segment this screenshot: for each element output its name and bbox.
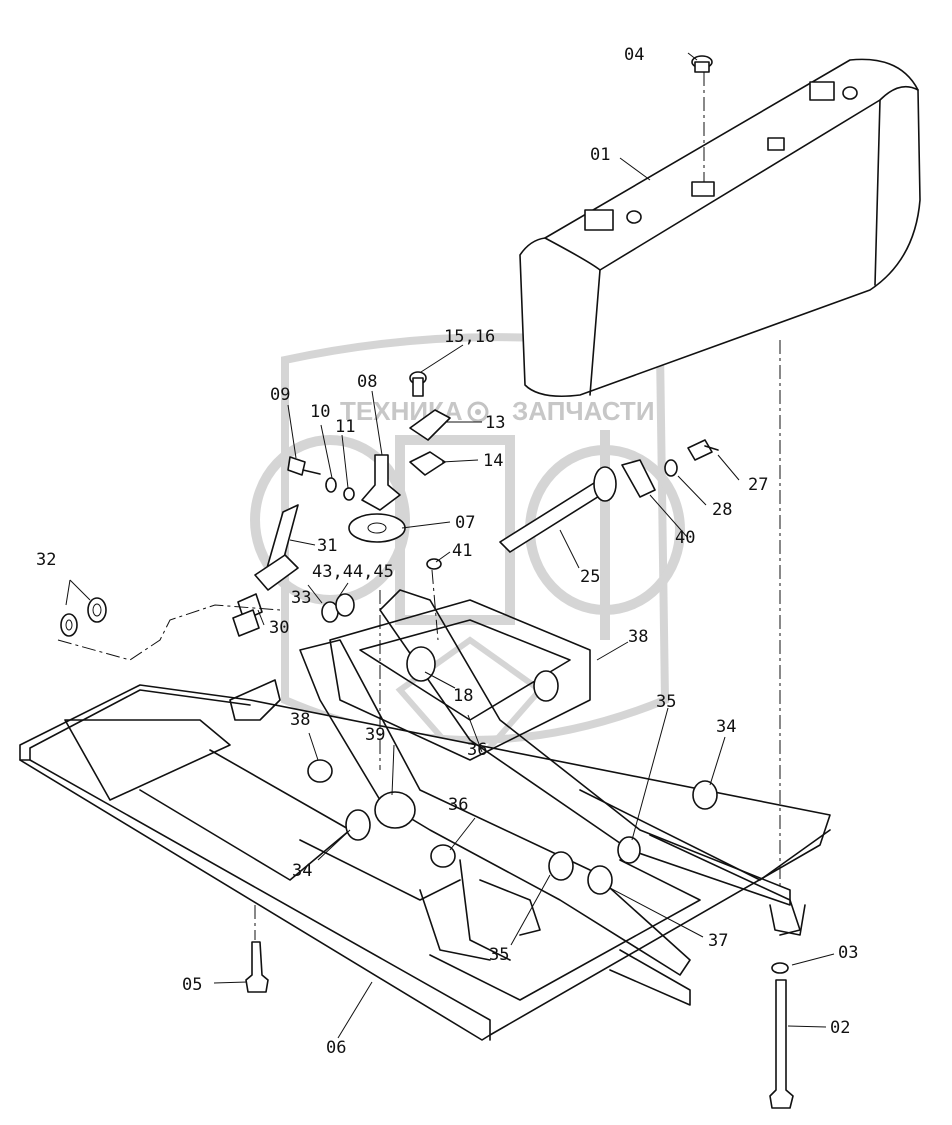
callout-28: 28 — [712, 500, 732, 520]
cap-plug — [691, 55, 713, 73]
callout-18: 18 — [453, 686, 473, 706]
callout-35-right: 35 — [656, 692, 676, 712]
callout-01: 01 — [590, 145, 610, 165]
callout-07: 07 — [455, 513, 475, 533]
callout-25: 25 — [580, 567, 600, 587]
callout-14: 14 — [483, 451, 503, 471]
callout-27: 27 — [748, 475, 768, 495]
callout-31: 31 — [317, 536, 337, 556]
callout-04: 04 — [624, 45, 644, 65]
lifting-lug-right — [809, 81, 835, 101]
callout-37: 37 — [708, 931, 728, 951]
small-parts — [60, 371, 794, 1109]
callout-33: 33 — [291, 588, 311, 608]
leader-lines — [65, 52, 835, 1039]
callout-36-upper: 36 — [467, 740, 487, 760]
callout-10: 10 — [310, 402, 330, 422]
callout-15-16: 15,16 — [444, 327, 495, 347]
callout-34-right: 34 — [716, 717, 736, 737]
watermark-right-text: ЗАПЧАСТИ — [512, 396, 655, 426]
callout-30: 30 — [269, 618, 289, 638]
callout-02: 02 — [830, 1018, 850, 1038]
callout-36-lower: 36 — [448, 795, 468, 815]
callout-06: 06 — [326, 1038, 346, 1058]
cap-seat — [691, 181, 715, 197]
callout-38-lower: 38 — [290, 710, 310, 730]
callout-11: 11 — [335, 417, 355, 437]
callout-41: 41 — [452, 541, 472, 561]
callout-09: 09 — [270, 385, 290, 405]
callout-40: 40 — [675, 528, 695, 548]
callout-39: 39 — [365, 725, 385, 745]
callout-34-left: 34 — [292, 861, 312, 881]
lower-frame — [19, 589, 831, 1041]
lifting-lug-left — [584, 209, 614, 231]
counterweight — [519, 58, 921, 398]
callout-32: 32 — [36, 550, 56, 570]
callout-35-left: 35 — [489, 945, 509, 965]
callout-05: 05 — [182, 975, 202, 995]
callout-labels: 04 01 15,16 08 09 10 11 13 14 07 31 41 4… — [36, 45, 858, 1058]
callout-38-upper: 38 — [628, 627, 648, 647]
callout-08: 08 — [357, 372, 377, 392]
callout-13: 13 — [485, 413, 505, 433]
gear-icon — [467, 401, 489, 423]
callout-43-44-45: 43,44,45 — [312, 562, 394, 582]
callout-03: 03 — [838, 943, 858, 963]
